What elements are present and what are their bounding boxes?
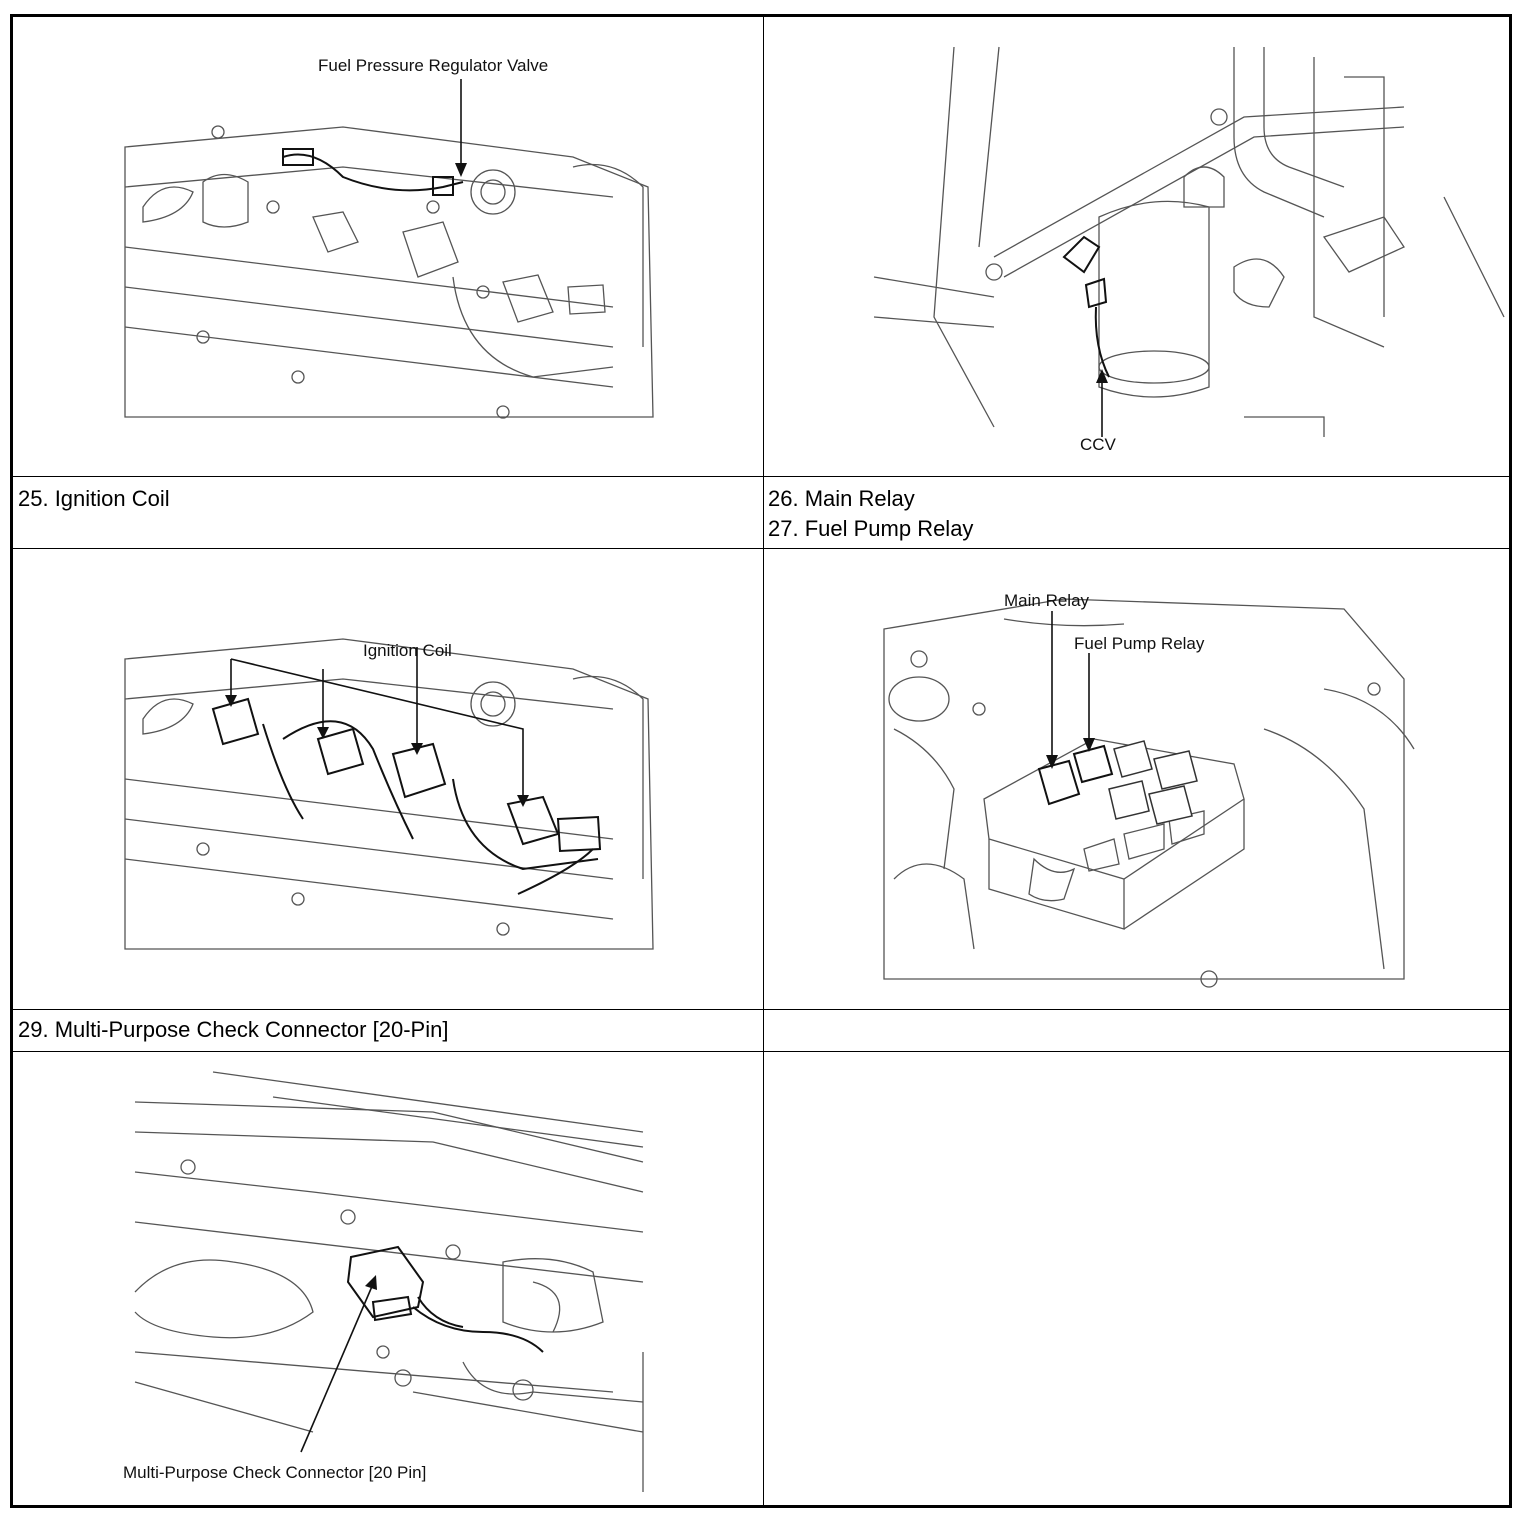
ignition-coil-callout: Ignition Coil (363, 641, 452, 660)
engine-illustration-coils: Ignition Coil (124, 638, 654, 950)
ignition-coil-figure: Ignition Coil (13, 549, 761, 1008)
fender-illustration: Multi-Purpose Check Connector [20 Pin] (123, 1071, 644, 1492)
canister-illustration: CCV (873, 46, 1505, 454)
caption-check-connector: 29. Multi-Purpose Check Connector [20-Pi… (18, 1017, 449, 1042)
row-divider (13, 476, 1509, 477)
fuel-pump-relay-callout: Fuel Pump Relay (1074, 634, 1205, 653)
row-divider (13, 1009, 1509, 1010)
fuel-pressure-regulator-callout: Fuel Pressure Regulator Valve (318, 56, 548, 75)
ccv-figure: CCV (764, 17, 1510, 475)
relay-box-figure: Main Relay Fuel Pump Relay (764, 549, 1510, 1008)
row-divider (13, 548, 1509, 549)
caption-main-relay: 26. Main Relay (768, 486, 915, 511)
caption-ignition-coil: 25. Ignition Coil (18, 486, 170, 511)
main-relay-callout: Main Relay (1004, 591, 1090, 610)
check-connector-figure: Multi-Purpose Check Connector [20 Pin] (13, 1052, 761, 1506)
row-divider (13, 1051, 1509, 1052)
ccv-callout: CCV (1080, 435, 1117, 454)
empty-cell (764, 1052, 1510, 1506)
component-table: Fuel Pressure Regulator Valve (10, 14, 1512, 1508)
engine-illustration: Fuel Pressure Regulator Valve (124, 56, 654, 419)
relay-box-illustration: Main Relay Fuel Pump Relay (883, 591, 1415, 988)
check-connector-callout: Multi-Purpose Check Connector [20 Pin] (123, 1463, 426, 1482)
fuel-pressure-regulator-figure: Fuel Pressure Regulator Valve (13, 17, 761, 475)
caption-fuel-pump-relay: 27. Fuel Pump Relay (768, 516, 974, 541)
column-divider (763, 17, 764, 1505)
